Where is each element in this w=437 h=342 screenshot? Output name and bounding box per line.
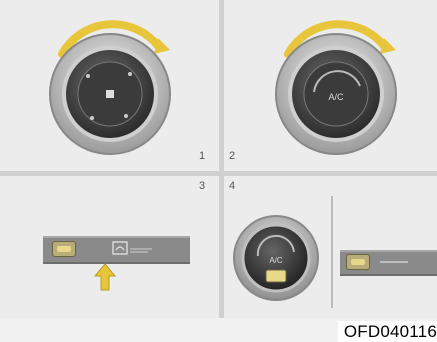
figure-code-caption: OFD040116: [338, 321, 437, 342]
knob-center-indicator: [106, 90, 114, 98]
panel-inner-divider: [331, 196, 333, 308]
rotary-knob-step-4[interactable]: A/C: [228, 208, 324, 304]
air-recirculation-icon: [112, 240, 156, 256]
vertical-divider: [219, 0, 224, 318]
step-number-1: 1: [199, 150, 205, 162]
step-number-4: 4: [229, 180, 235, 192]
highlighted-button[interactable]: [52, 241, 76, 257]
highlighted-button-step-4[interactable]: [346, 254, 370, 270]
step-number-3: 3: [199, 180, 205, 192]
rotary-knob-step-1[interactable]: [30, 14, 192, 164]
rotary-knob-step-2[interactable]: A/C: [256, 14, 418, 164]
step-number-2: 2: [229, 150, 235, 162]
horizontal-divider: [0, 171, 437, 176]
highlighted-button-small: [266, 270, 286, 282]
knob-ac-label: A/C: [328, 92, 344, 102]
indicator-bar-icon: [380, 256, 420, 268]
pointer-arrow-up-icon: [93, 262, 117, 292]
knob-ac-label-small: A/C: [269, 256, 283, 265]
